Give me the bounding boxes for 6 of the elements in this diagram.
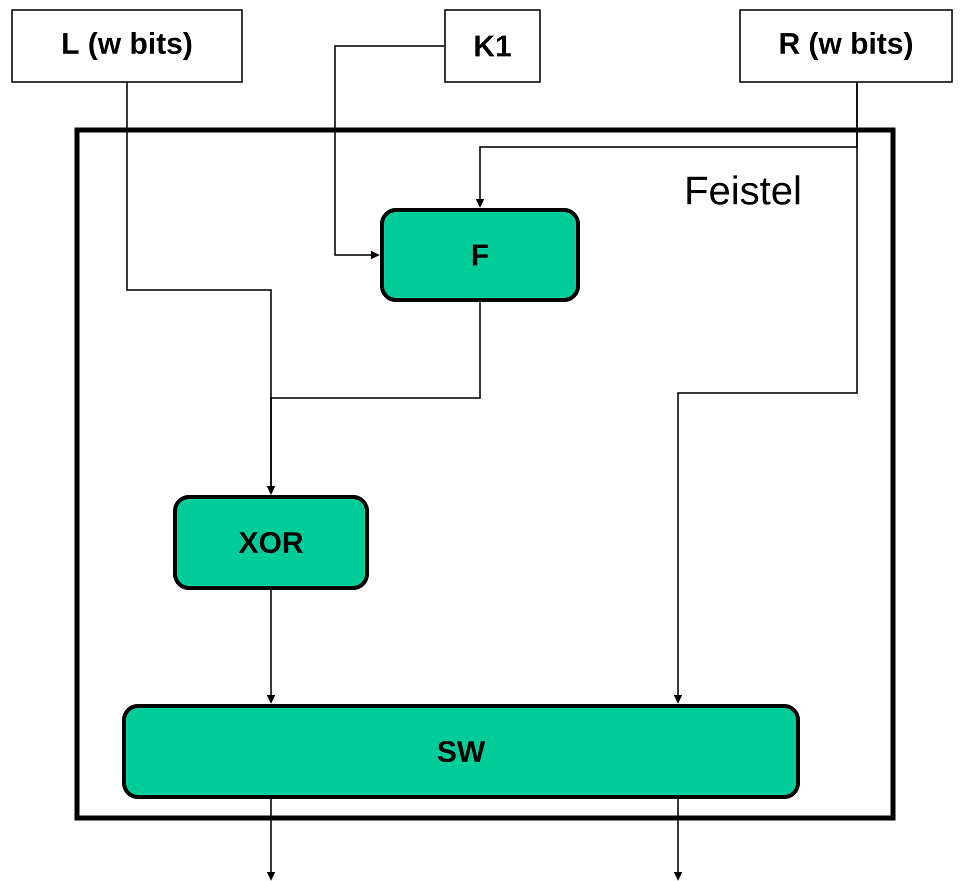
process-box: XOR [173,495,369,590]
process-box: SW [122,704,800,799]
input-box: L (w bits) [11,9,243,83]
input-box: K1 [444,9,541,83]
input-box: R (w bits) [739,9,953,83]
process-box: F [380,208,580,302]
